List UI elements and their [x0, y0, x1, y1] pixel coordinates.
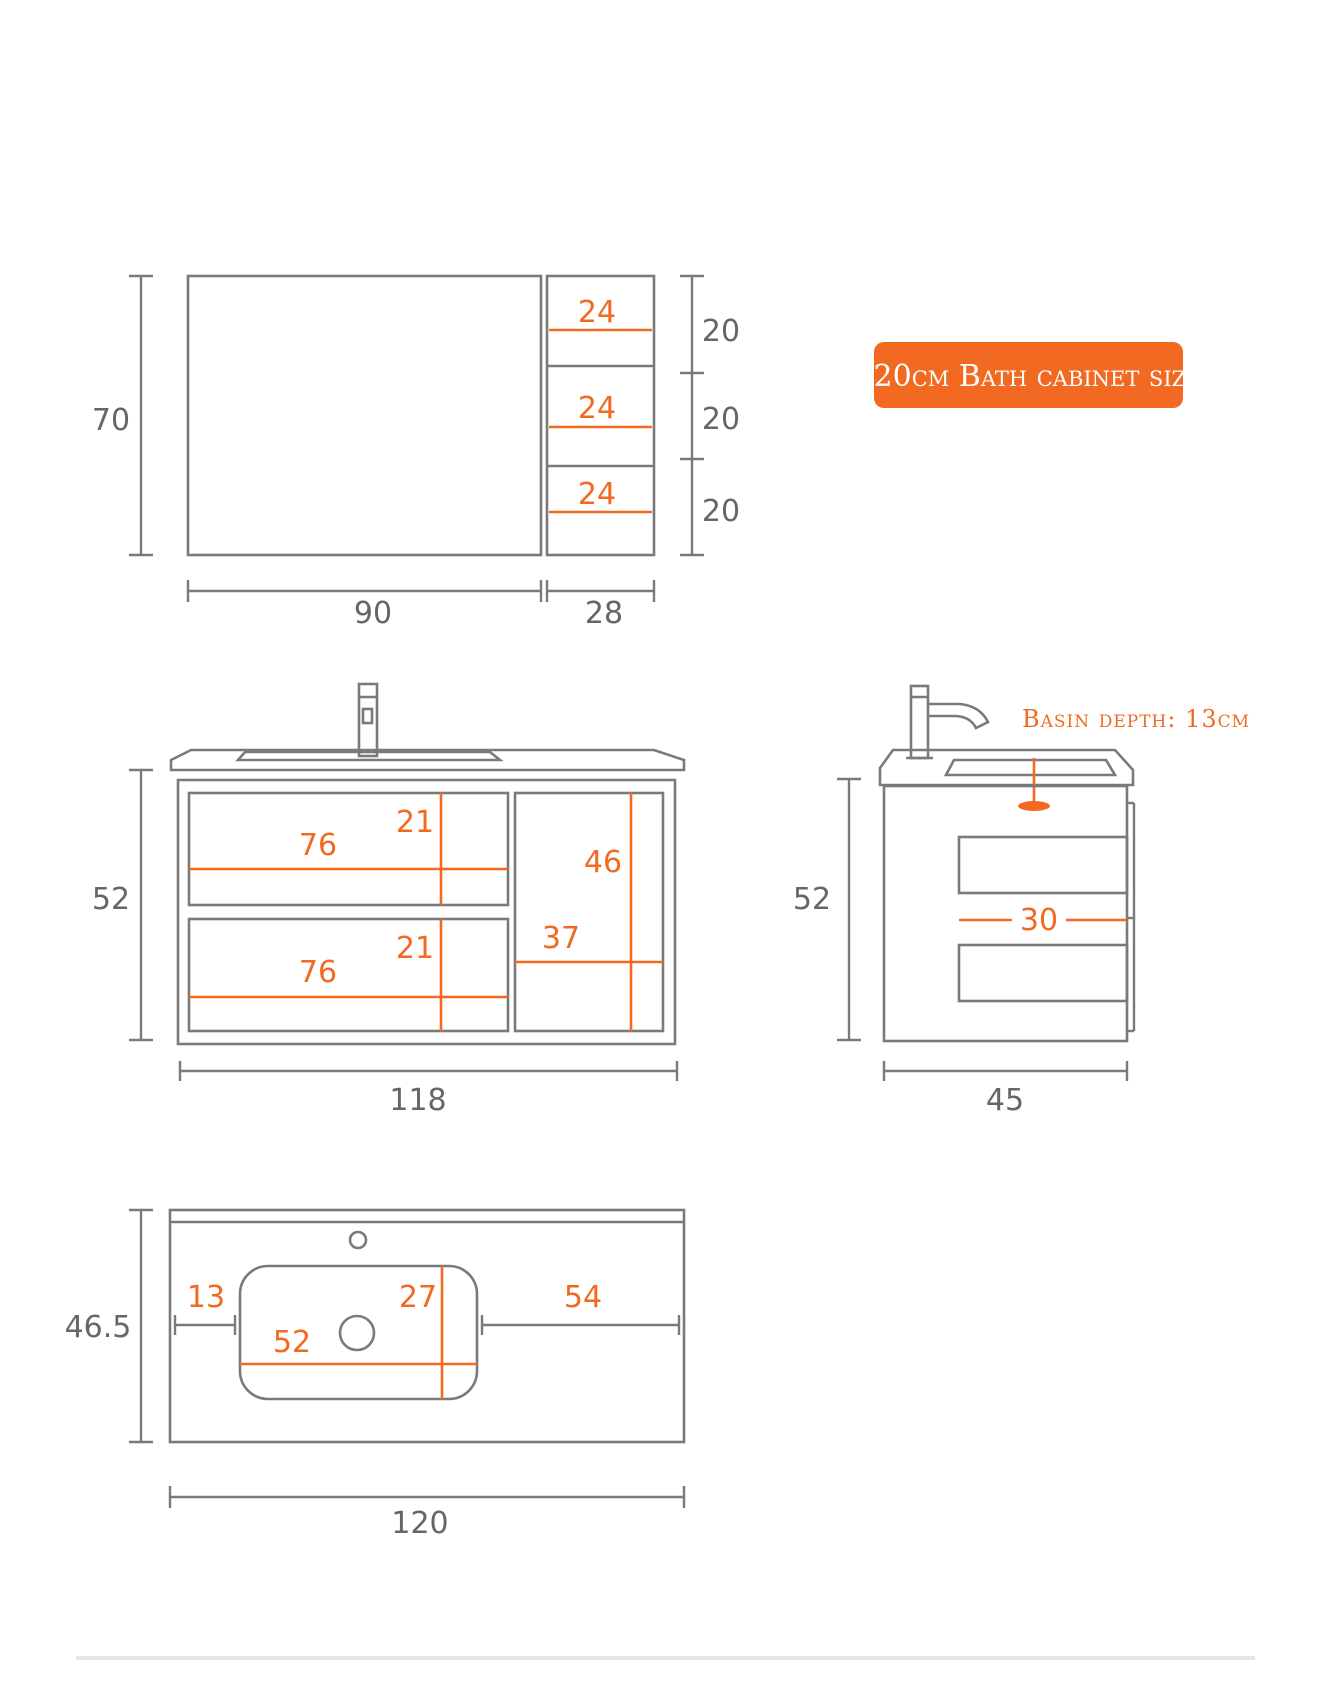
size-badge: 120cm Bath cabinet size [854, 342, 1202, 408]
top-view: 52 27 13 54 46.5 120 [65, 1208, 686, 1541]
right-margin-label: 54 [564, 1280, 602, 1315]
basin-recess [235, 750, 504, 762]
door-front[interactable] [513, 791, 665, 1033]
basin-depth-dim-label: 27 [399, 1280, 437, 1315]
drawer2-height-label: 21 [396, 931, 434, 966]
mirror-height-label: 70 [92, 403, 130, 438]
shelf-cabinet [545, 274, 656, 557]
door-width-label: 37 [542, 921, 580, 956]
front-height-label: 52 [92, 882, 130, 917]
drawer1-height-label: 21 [396, 805, 434, 840]
badge-background [874, 342, 1183, 408]
shelf-spacing-label: 20 [702, 402, 740, 437]
basin-width-label: 52 [273, 1325, 311, 1360]
mirror-panel [186, 274, 543, 557]
side-height-label: 52 [793, 882, 831, 917]
shelf-width-label: 24 [578, 295, 616, 330]
drain-icon [1018, 801, 1050, 811]
side-body [882, 784, 1129, 1043]
shelf-width-label: 28 [585, 596, 623, 631]
badge-label: 120cm Bath cabinet size [854, 359, 1201, 394]
top-width-label: 120 [391, 1506, 448, 1541]
basin-recess [943, 758, 1118, 777]
countertop [169, 748, 686, 772]
side-view: 30 Basin depth: 13cm 52 45 [793, 684, 1250, 1118]
drawer-depth-label: 30 [1020, 903, 1058, 938]
shelf-spacing-label: 20 [702, 494, 740, 529]
basin-depth-label: Basin depth: 13cm [1022, 705, 1250, 733]
drawer2-width-label: 76 [299, 955, 337, 990]
shelf-width-label: 24 [578, 477, 616, 512]
cabinet-body [176, 778, 677, 1046]
mirror-cabinet-view: 24 24 24 70 20 20 20 90 28 [92, 274, 740, 631]
shelf-spacing-label: 20 [702, 314, 740, 349]
front-width-label: 118 [389, 1083, 446, 1118]
countertop-top [168, 1208, 686, 1444]
side-depth-label: 45 [986, 1083, 1024, 1118]
drawer1-width-label: 76 [299, 828, 337, 863]
drain-hole-icon [338, 1314, 376, 1352]
shelf-width-label: 24 [578, 391, 616, 426]
door-height-label: 46 [584, 845, 622, 880]
side-countertop [878, 748, 1135, 787]
left-margin-label: 13 [187, 1280, 225, 1315]
drawer-front[interactable] [187, 917, 510, 1033]
faucet-icon [357, 682, 379, 758]
drawer-side [957, 835, 1129, 895]
faucet-icon [906, 684, 990, 760]
front-view: 76 21 76 21 37 46 52 118 [92, 682, 686, 1118]
mirror-width-label: 90 [354, 596, 392, 631]
top-depth-label: 46.5 [65, 1310, 132, 1345]
tap-hole-icon [348, 1230, 368, 1250]
drawer-front[interactable] [187, 791, 510, 907]
basin-outline [238, 1264, 479, 1401]
drawer-side [957, 943, 1129, 1003]
